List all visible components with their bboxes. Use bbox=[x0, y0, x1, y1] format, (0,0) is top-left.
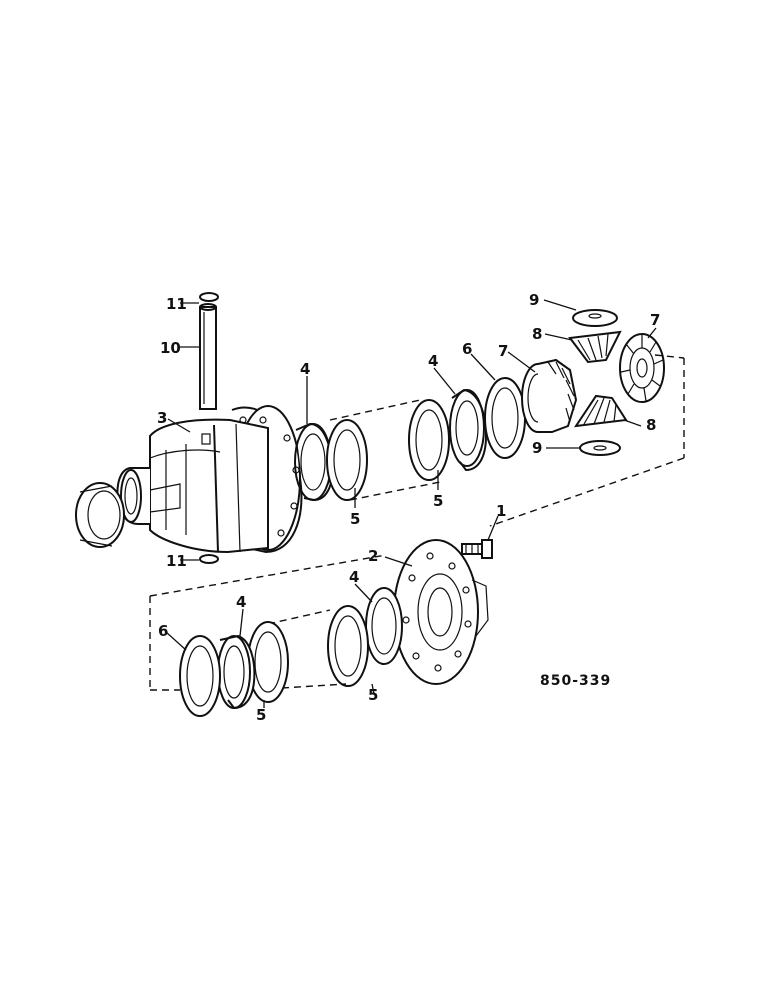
callout-5: 5 bbox=[350, 510, 360, 528]
callout-3: 3 bbox=[157, 409, 167, 427]
callout-6: 6 bbox=[158, 622, 168, 640]
callout-8: 8 bbox=[646, 416, 656, 434]
upper-disc-stack bbox=[294, 377, 526, 502]
snap-ring-bottom bbox=[199, 554, 219, 564]
callout-labels: 11 10 3 11 4 5 5 4 6 7 9 8 7 8 9 1 2 4 4… bbox=[157, 291, 660, 724]
bearing-cup bbox=[75, 482, 125, 548]
bolt bbox=[461, 539, 493, 559]
pinion-gear-top bbox=[568, 309, 622, 364]
snap-ring-top bbox=[199, 292, 219, 302]
callout-5: 5 bbox=[256, 706, 266, 724]
callout-5: 5 bbox=[368, 686, 378, 704]
differential-case bbox=[116, 405, 303, 554]
callout-9: 9 bbox=[529, 291, 539, 309]
callout-4: 4 bbox=[349, 568, 359, 586]
cross-shaft-pin bbox=[199, 303, 217, 410]
callout-4: 4 bbox=[300, 360, 310, 378]
lower-disc-stack bbox=[179, 587, 403, 717]
pinion-gear-bottom bbox=[573, 394, 628, 456]
callout-9: 9 bbox=[532, 439, 542, 457]
callout-7: 7 bbox=[650, 311, 660, 329]
figure-reference-number: 850-339 bbox=[540, 673, 611, 689]
callout-7: 7 bbox=[498, 342, 508, 360]
callout-4: 4 bbox=[428, 352, 438, 370]
case-cover bbox=[393, 539, 489, 685]
callout-10: 10 bbox=[160, 339, 181, 357]
callout-1: 1 bbox=[496, 502, 506, 520]
callout-5: 5 bbox=[433, 492, 443, 510]
callout-11: 11 bbox=[166, 552, 187, 570]
callout-8: 8 bbox=[532, 325, 542, 343]
callout-6: 6 bbox=[462, 340, 472, 358]
callout-11: 11 bbox=[166, 295, 187, 313]
side-gear-right bbox=[619, 333, 665, 403]
side-gear bbox=[521, 358, 578, 433]
callout-4: 4 bbox=[236, 593, 246, 611]
callout-2: 2 bbox=[368, 547, 378, 565]
